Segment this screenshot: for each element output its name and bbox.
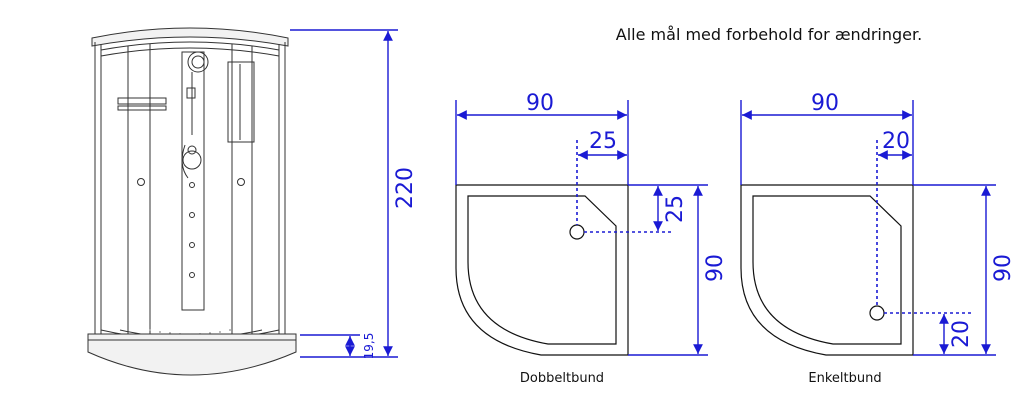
tray-double-drain <box>569 224 585 240</box>
tray-single-drain-y-label: 20 <box>949 320 974 348</box>
tray-single-depth-label: 90 <box>991 254 1016 282</box>
cabin-base-tray <box>87 333 297 376</box>
tray-double-depth-label: 90 <box>703 254 728 282</box>
cabin-mirror <box>227 61 255 143</box>
cabin-height-label: 220 <box>393 167 418 209</box>
tray-double-outline <box>455 184 629 356</box>
disclaimer-note: Alle mål med forbehold for ændringer. <box>616 25 922 44</box>
tray-single-caption: Enkeltbund <box>808 371 881 386</box>
tray-double-width-label: 90 <box>526 91 554 116</box>
tray-single-width-label: 90 <box>811 91 839 116</box>
tray-double-caption: Dobbeltbund <box>520 371 604 386</box>
cabin-roof <box>91 27 289 47</box>
tray-single-basin <box>752 195 902 345</box>
tray-double-drain-x-label: 25 <box>589 129 617 154</box>
door-handle-icon <box>137 178 145 186</box>
shower-head-icon <box>187 51 209 73</box>
tray-single-drain-x-label: 20 <box>882 129 910 154</box>
tray-single-outline <box>740 184 914 356</box>
shower-column <box>181 51 205 311</box>
tray-single-drawing: 90 20 90 20 Enkeltbund <box>740 91 1016 386</box>
tray-single-drain <box>869 305 885 321</box>
tray-double-drain-y-label: 25 <box>663 195 688 223</box>
tray-double-drawing: 90 25 90 25 Dobbeltbund <box>455 91 728 386</box>
cabin-base-label: 19,5 <box>362 333 376 360</box>
tray-double-basin <box>467 195 617 345</box>
cabin-dimensions: 220 19,5 <box>290 29 418 360</box>
mixer-knob-icon <box>182 150 202 170</box>
shower-cabin-illustration <box>87 27 297 376</box>
